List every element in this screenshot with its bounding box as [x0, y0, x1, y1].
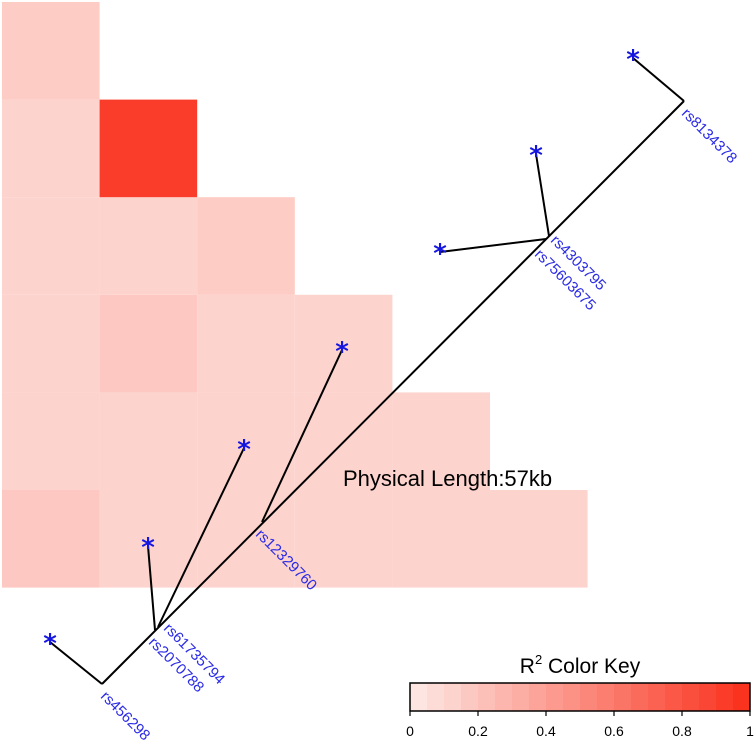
snp-marker-rs456298: * — [43, 629, 57, 659]
snp-lines — [49, 57, 685, 685]
snp-marker-rs4303795: * — [529, 141, 543, 171]
color-key-tick-label-4: 0.8 — [672, 723, 692, 739]
color-key-frame — [409, 682, 751, 712]
color-key-band-5 — [495, 683, 513, 711]
color-key-band-12 — [614, 683, 632, 711]
color-key-tick-label-2: 0.4 — [536, 723, 556, 739]
color-key-band-3 — [461, 683, 479, 711]
ld-cell-0-4 — [294, 490, 393, 588]
snp-marker-rs8134378: * — [626, 45, 640, 75]
color-key-band-1 — [427, 683, 445, 711]
ld-cell-1-3 — [99, 392, 198, 490]
color-key-band-18 — [716, 683, 734, 711]
color-key-band-10 — [580, 683, 598, 711]
ld-cell-4-6 — [99, 99, 198, 198]
ld-cell-1-6 — [392, 392, 490, 490]
ld-cell-0-2 — [99, 490, 198, 588]
snp-marker-rs75603675: * — [433, 239, 447, 269]
ld-cell-0-5 — [392, 490, 490, 588]
ld-cell-0-1 — [2, 490, 100, 588]
snp-connector-rs75603675 — [439, 238, 547, 253]
color-key-band-11 — [597, 683, 615, 711]
color-key-band-16 — [682, 683, 700, 711]
color-key-title-r: R — [520, 655, 535, 678]
physical-length-annotation: Physical Length:57kb — [343, 466, 552, 491]
ld-cell-5-6 — [2, 2, 100, 100]
ld-cell-2-3 — [2, 294, 100, 393]
snp-marker-rs61735794: * — [237, 435, 251, 465]
color-key-tick-label-5: 1 — [746, 723, 754, 739]
color-key-title: R2 Color Key — [520, 652, 641, 678]
snp-connector-rs4303795 — [535, 153, 550, 237]
color-key-tick-label-3: 0.6 — [604, 723, 624, 739]
color-key-band-8 — [546, 683, 564, 711]
snp-label-rs456298: rs456298 — [97, 688, 153, 741]
color-key-band-19 — [733, 683, 751, 711]
color-key-band-7 — [529, 683, 547, 711]
color-key-tick-label-1: 0.2 — [468, 723, 488, 739]
color-key-band-15 — [665, 683, 683, 711]
ld-cell-0-6 — [490, 490, 588, 588]
snp-axis-line — [101, 100, 685, 685]
color-key-band-4 — [478, 683, 496, 711]
snp-connector-rs12329760 — [261, 349, 343, 523]
ld-cell-3-6 — [197, 197, 295, 295]
color-key-ticks: 0 0.2 0.4 0.6 0.8 1 — [406, 711, 754, 739]
color-key-title-sup: 2 — [535, 652, 542, 667]
snp-marker-rs12329760: * — [335, 337, 349, 367]
color-key-band-9 — [563, 683, 581, 711]
snp-connector-rs8134378 — [632, 57, 685, 102]
color-key-title-suffix: Color Key — [542, 655, 641, 678]
color-key-band-17 — [699, 683, 717, 711]
snp-connector-rs2070788 — [147, 545, 156, 631]
snp-connector-rs61735794 — [157, 447, 245, 628]
snp-connector-rs456298 — [49, 641, 103, 685]
ld-cell-1-2 — [2, 392, 100, 490]
color-key-band-6 — [512, 683, 530, 711]
snp-marker-rs2070788: * — [141, 533, 155, 563]
color-key-band-13 — [631, 683, 649, 711]
snp-markers: * * * * * * * — [43, 45, 640, 659]
ld-cell-3-5 — [99, 197, 198, 295]
ld-cells — [2, 2, 588, 588]
color-key-band-0 — [410, 683, 428, 711]
color-key-band-2 — [444, 683, 462, 711]
color-key: R2 Color Key 0 0.2 0.4 0.6 0.8 1 — [406, 652, 754, 739]
ld-cell-2-4 — [99, 294, 198, 393]
color-key-bands — [410, 683, 751, 711]
ld-cell-3-4 — [2, 197, 100, 295]
ld-cell-2-5 — [197, 294, 295, 393]
color-key-band-14 — [648, 683, 666, 711]
ld-cell-1-4 — [197, 392, 295, 490]
ld-cell-2-6 — [294, 294, 393, 393]
color-key-tick-label-0: 0 — [406, 723, 414, 739]
snp-label-rs8134378: rs8134378 — [678, 105, 740, 167]
ld-cell-4-5 — [2, 99, 100, 198]
